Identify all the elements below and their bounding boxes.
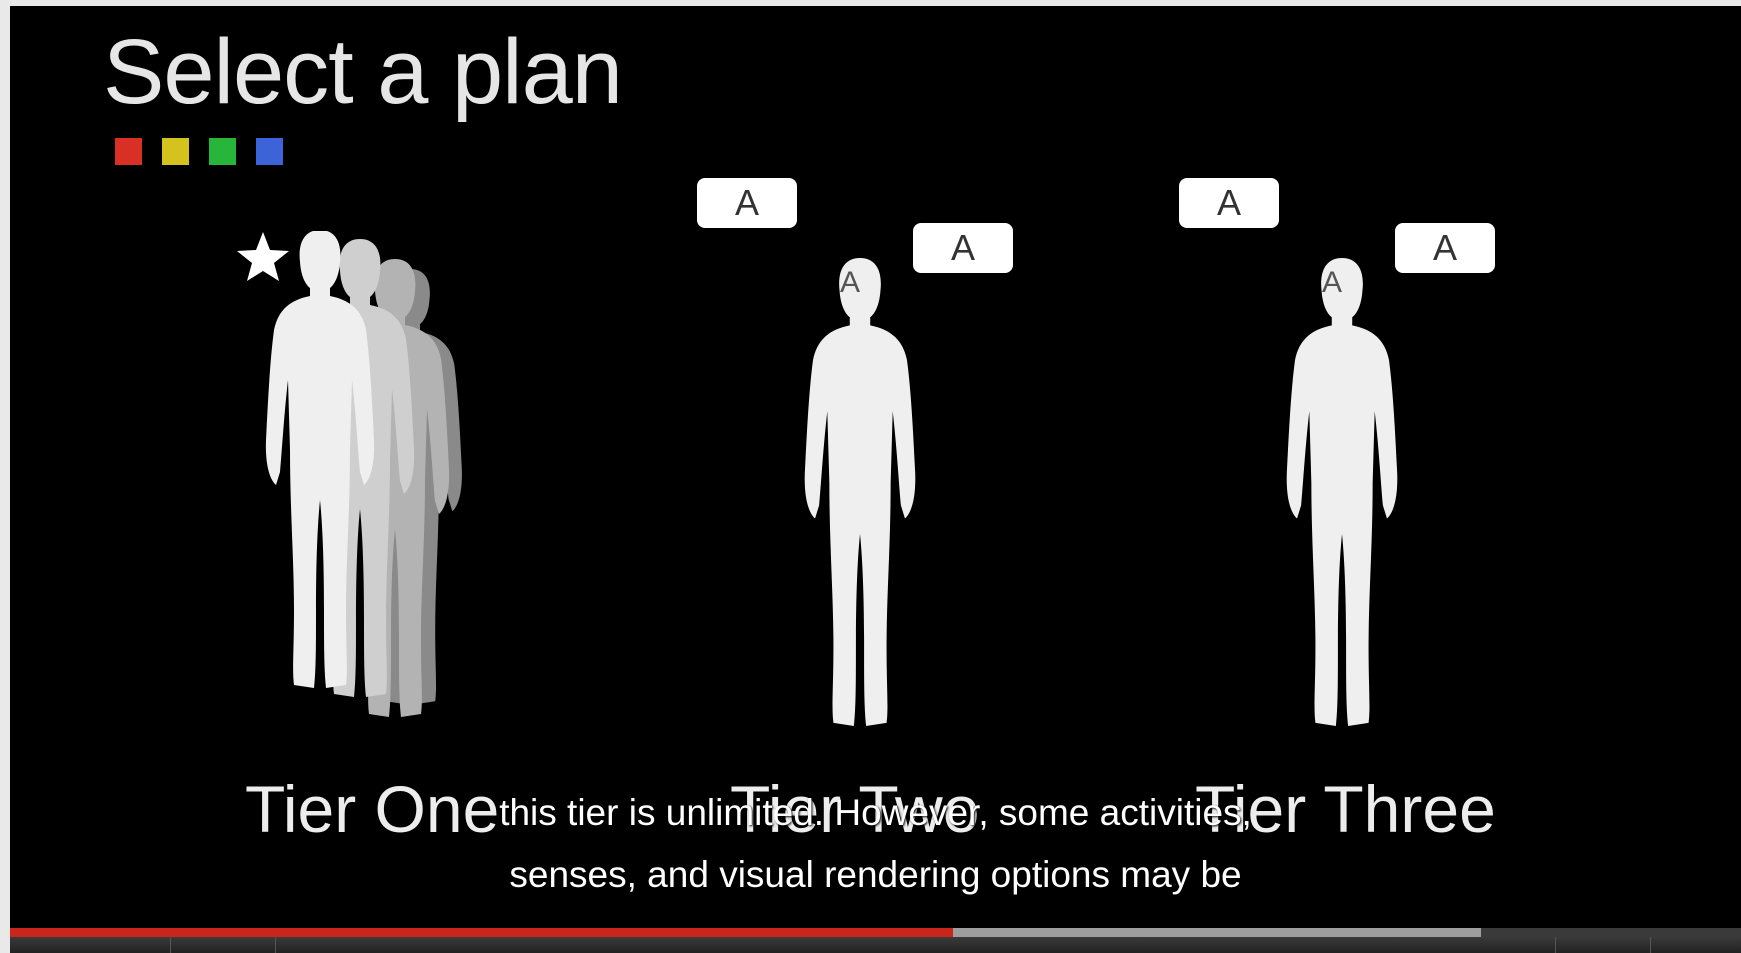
tier-two-label: Tier Two [730, 772, 980, 846]
swatch-red [115, 138, 142, 165]
tier-three-head-letter: A [1322, 266, 1343, 299]
tier-three-label: Tier Three [1195, 772, 1496, 846]
star-icon [237, 232, 289, 281]
tier-two-figure [804, 258, 916, 726]
video-frame[interactable]: Select a plan A A A A A A Tier One Tier … [10, 6, 1741, 928]
slide-title: Select a plan [103, 21, 623, 123]
swatch-green [209, 138, 236, 165]
control-divider [275, 937, 276, 953]
control-divider [170, 937, 171, 953]
swatch-yellow [162, 138, 189, 165]
tier-one-label: Tier One [245, 772, 500, 846]
control-divider [1555, 937, 1556, 953]
tier-two-badge-side: A [913, 223, 1013, 273]
tier-three-badge-side: A [1395, 223, 1495, 273]
tier-two-head-letter: A [840, 266, 861, 299]
tier-two-badge-top: A [697, 178, 797, 228]
video-progress-bar[interactable] [10, 928, 1741, 937]
caption-line-1: this tier is unlimited. However, some ac… [499, 792, 1252, 833]
player-control-bar [10, 937, 1741, 953]
tier-three-figure [1286, 258, 1398, 726]
control-divider [1650, 937, 1651, 953]
subtitle-captions: this tier is unlimited. However, some ac… [10, 782, 1741, 906]
tier-three-badge-top: A [1179, 178, 1279, 228]
tier-one-figures [237, 231, 462, 717]
swatch-blue [256, 138, 283, 165]
color-swatches [115, 138, 283, 165]
caption-line-2: senses, and visual rendering options may… [509, 854, 1242, 895]
progress-played [10, 928, 954, 937]
